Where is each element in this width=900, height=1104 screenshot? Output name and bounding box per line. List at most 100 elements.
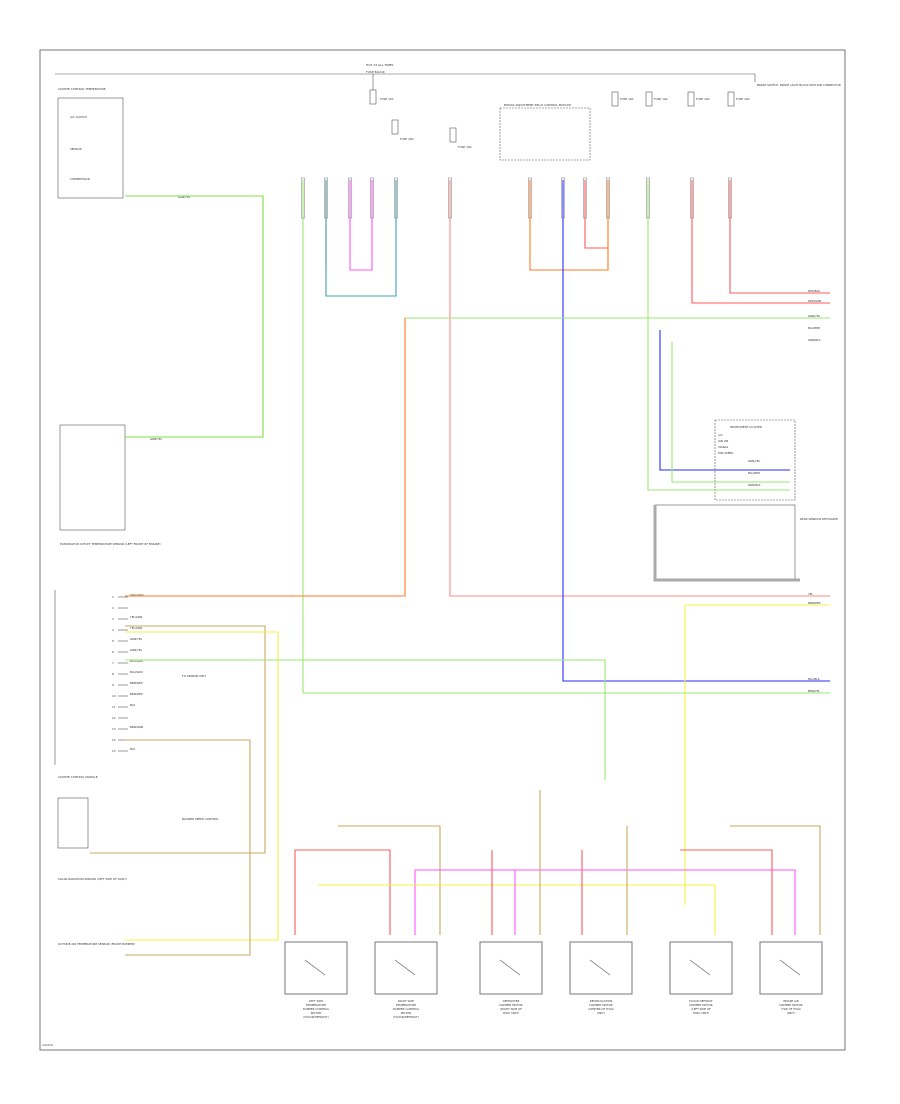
fig-id: 1/2/2/4	[42, 1043, 53, 1047]
wire-6	[529, 180, 609, 271]
harness-pin-wire: GRN/YEL	[130, 637, 143, 641]
right-module-line-4: FAN SPEED	[718, 451, 733, 455]
actuator-switch	[304, 959, 326, 976]
connector-stub-8	[583, 177, 587, 219]
connector-stub-4	[394, 177, 398, 219]
harness-pin-number: 7	[112, 661, 114, 665]
actuator-label-line: FLOOR DEFROST	[689, 999, 713, 1003]
climate-top-line-3: COMPRESSOR	[70, 177, 90, 181]
wire-33	[680, 849, 773, 935]
actuator-label-line: HVAC UNIT)	[503, 1011, 519, 1015]
climate-top-line-2: SENSOR	[70, 147, 82, 151]
connector-stub-2	[348, 177, 352, 219]
right-edge-label: YEL	[808, 592, 813, 596]
wire-18	[90, 625, 266, 854]
mid-left-module	[59, 424, 126, 531]
wire-24	[338, 825, 441, 935]
actuator-label-line: DEFROSTER	[503, 999, 520, 1003]
harness-pin-number: 9	[112, 683, 114, 687]
actuator-label-line: MOTOR	[311, 1011, 322, 1015]
actuator-label-line: UNIT)	[787, 1011, 795, 1015]
actuator-label-line: (CENTER OF HVAC	[588, 1007, 614, 1011]
actuator-label-line: DAMPER MOTOR	[499, 1003, 522, 1007]
harness-pin-12: 12	[112, 716, 128, 720]
right-module-line-1: A/C	[718, 433, 723, 437]
mid-left-caption: EVAPORATOR OUTLET TEMPERATURE SENSOR (LE…	[60, 542, 161, 546]
harness-pin-number: 2	[112, 606, 114, 610]
fuse-4-label: FUSE 10A	[620, 97, 634, 101]
actuator-label-line: DAMPER CONTROL	[303, 1007, 330, 1011]
right-edge-label: GRN/YEL	[808, 314, 821, 318]
harness-pin-number: 6	[112, 650, 114, 654]
fuse-3-label: FUSE 10A	[458, 145, 472, 149]
climate-top-line-1: A/C CLUTCH	[70, 115, 87, 119]
harness-pin-2: 2	[112, 606, 128, 610]
climate-top-module	[57, 97, 124, 199]
blower-label: BLOWER SPEED CONTROL	[182, 817, 219, 821]
right-module-line-3: SIGNAL	[718, 445, 729, 449]
right-edge-label: BLU/RED	[808, 326, 820, 330]
harness-pin-number: 3	[112, 617, 114, 621]
right-edge-label: RED/GRN	[808, 299, 821, 303]
right-module	[714, 419, 796, 501]
connector-stub-9	[606, 177, 610, 219]
wire-11	[729, 180, 830, 294]
harness-pin-number: 14	[112, 738, 116, 742]
actuator-label-line: MOTOR	[401, 1011, 412, 1015]
actuator-label-line: LEFT SIDE	[309, 999, 323, 1003]
wire-5	[449, 180, 830, 597]
right-edge-label: RED/BLK	[808, 289, 820, 293]
connector-stub-12	[728, 177, 732, 219]
connector-stub-3	[370, 177, 374, 219]
top-bus-label: HOT AT ALL TIMES	[366, 63, 394, 67]
fuse-1-label: FUSE 15A	[380, 97, 394, 101]
rear-module	[654, 504, 796, 581]
actuator-label-line: DAMPER MOTOR	[589, 1003, 612, 1007]
right-top-label: BRAKE SWITCH, BRAKE LIGHT BLOCK SECTION …	[757, 83, 841, 87]
connector-stub-6	[528, 177, 532, 219]
wire-25	[415, 869, 796, 935]
fuse-5	[645, 91, 653, 107]
connector-stub-10	[646, 177, 650, 219]
harness-pin-wire: BLU/GRN	[130, 670, 143, 674]
actuator-label-line: HVAC UNIT)	[693, 1011, 709, 1015]
connector-stub-1	[324, 177, 328, 219]
actuator-label-line: UNIT)	[597, 1011, 605, 1015]
wire-4	[349, 180, 373, 271]
wire-22	[295, 849, 391, 935]
fuse-5-label: FUSE 10A	[654, 97, 668, 101]
actuator-label-line: TEMPERATURE	[395, 1003, 417, 1007]
actuator-body	[569, 941, 633, 995]
harness-side-label: TO SENSOR UNIT	[181, 674, 206, 678]
harness-pin-wire: BRN/RED	[130, 692, 143, 696]
bypass-relay-label: BYPASS ADJUSTMENT RELAY CONTROL MODULE	[504, 103, 571, 107]
fuse-7-label: FUSE 10A	[736, 97, 750, 101]
actuator-switch	[589, 959, 611, 976]
wire-13	[125, 318, 406, 597]
solar-sensor	[57, 797, 89, 849]
harness-pin-wire: BRN/GRN	[130, 725, 143, 729]
harness-pin-wire: GRN/YEL	[130, 648, 143, 652]
connector-stub-0	[301, 177, 305, 219]
fuse-1	[369, 89, 377, 105]
right-module-wire-3: GRN/BLK	[748, 483, 761, 487]
wire-10	[691, 180, 830, 304]
right-edge-label: BRN/RED	[808, 601, 821, 605]
harness-pin-wire: BLU/GRN	[130, 659, 143, 663]
fuse-2-label: FUSE 20A	[400, 137, 414, 141]
right-edge-label: GRN/BLK	[808, 338, 821, 342]
wire-3	[325, 180, 397, 297]
